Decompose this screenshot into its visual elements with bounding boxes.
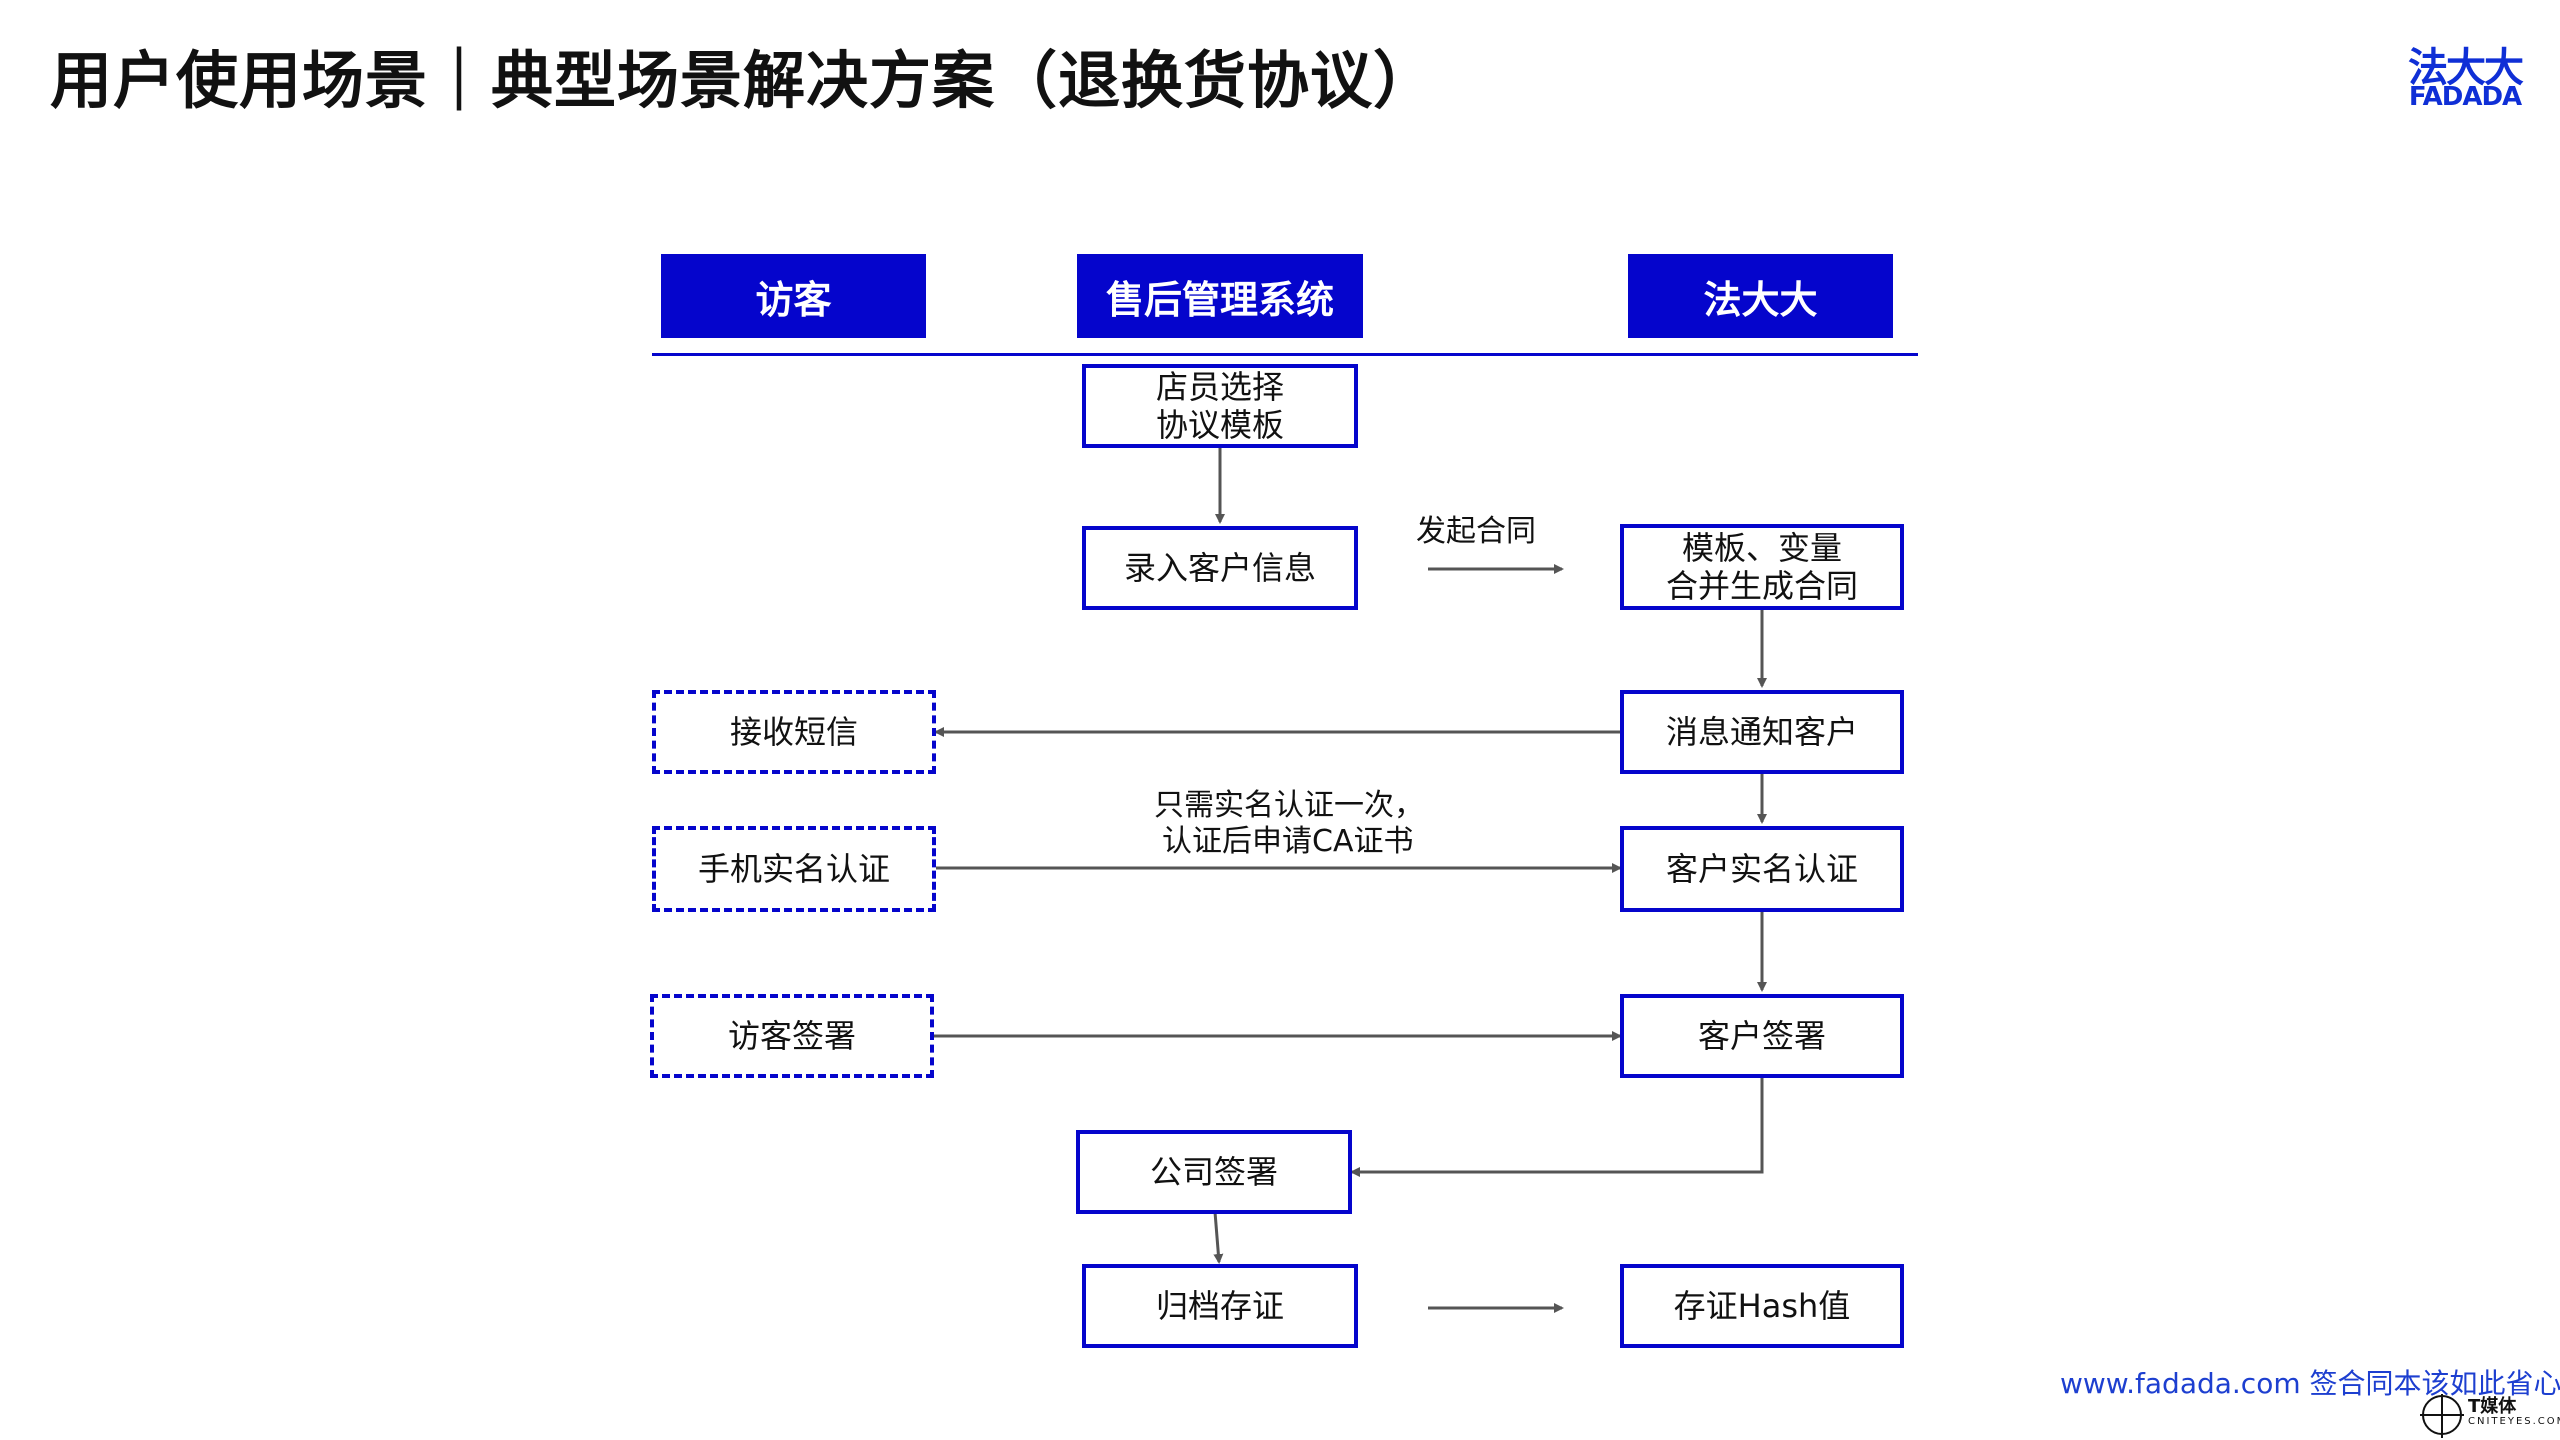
- node-notify-customer: 消息通知客户: [1620, 690, 1904, 774]
- node-phone-real-name-auth: 手机实名认证: [652, 826, 936, 912]
- node-receive-sms: 接收短信: [652, 690, 936, 774]
- node-company-sign: 公司签署: [1076, 1130, 1352, 1214]
- page-title: 用户使用场景｜典型场景解决方案（退换货协议）: [50, 44, 1437, 117]
- arrow-company-to-archive: [1213, 1211, 1224, 1264]
- watermark: T媒体 CNITEYES.COM: [2418, 1392, 2560, 1438]
- label-initiate-contract: 发起合同: [1416, 514, 1536, 549]
- watermark-en: CNITEYES.COM: [2468, 1416, 2560, 1427]
- node-select-template-line1: 店员选择: [1155, 368, 1284, 406]
- logo-cn: 法大大: [2408, 45, 2524, 91]
- label-auth-note-line2: 认证后申请CA证书: [1162, 824, 1414, 859]
- node-select-template-line2: 协议模板: [1155, 406, 1284, 444]
- node-visitor-sign: 访客签署: [650, 994, 934, 1078]
- arrow-customer-to-company-sign: [1350, 1078, 1764, 1177]
- label-auth-note-line1: 只需实名认证一次，: [1154, 788, 1424, 823]
- lane-header-fadada: 法大大: [1628, 254, 1893, 338]
- footer-url-slogan: www.fadada.com 签合同本该如此省心: [2060, 1367, 2560, 1400]
- node-generate-contract-line2: 合并生成合同: [1665, 567, 1858, 605]
- node-customer-real-name-auth: 客户实名认证: [1620, 826, 1904, 912]
- node-hash-value: 存证Hash值: [1620, 1264, 1904, 1348]
- watermark-icon: [2420, 1394, 2464, 1438]
- logo-en: FADADA: [2408, 82, 2522, 112]
- watermark-cn: T媒体: [2468, 1396, 2517, 1417]
- node-select-template: 店员选择 协议模板: [1082, 364, 1358, 448]
- node-archive: 归档存证: [1082, 1264, 1358, 1348]
- node-generate-contract-line1: 模板、变量: [1681, 529, 1842, 567]
- node-customer-sign: 客户签署: [1620, 994, 1904, 1078]
- fadada-logo: 法大大 FADADA: [2404, 48, 2526, 110]
- node-generate-contract: 模板、变量 合并生成合同: [1620, 524, 1904, 610]
- node-enter-customer-info: 录入客户信息: [1082, 526, 1358, 610]
- lane-header-aftersales-system: 售后管理系统: [1077, 254, 1363, 338]
- lane-header-visitor: 访客: [661, 254, 926, 338]
- lane-divider-line: [652, 353, 1918, 356]
